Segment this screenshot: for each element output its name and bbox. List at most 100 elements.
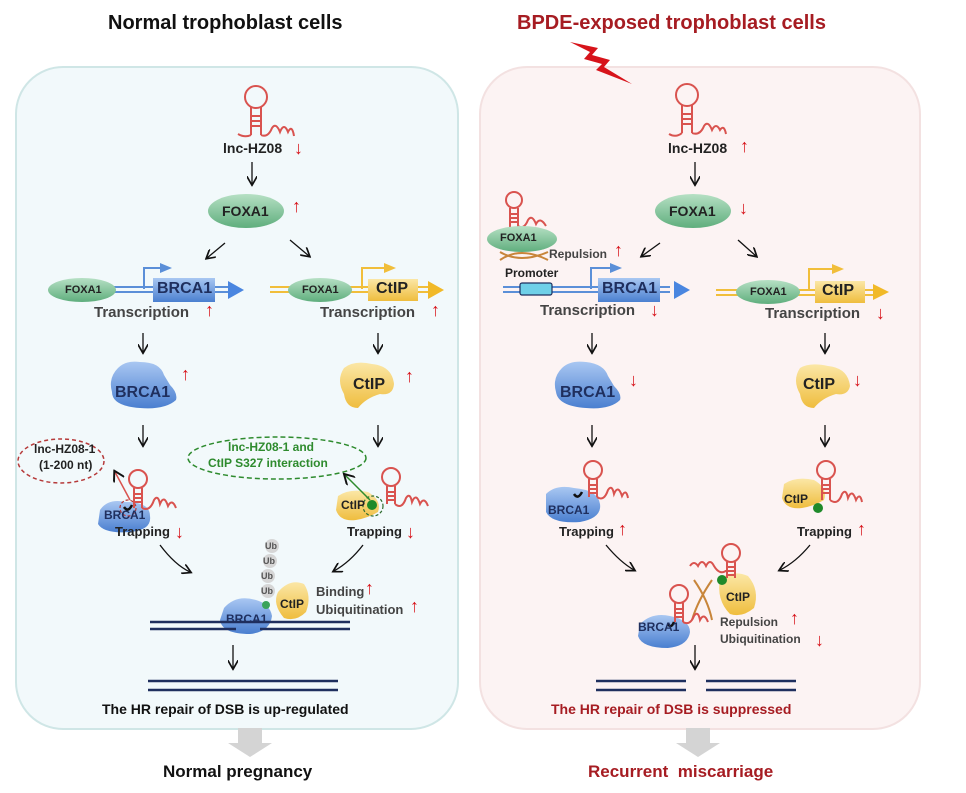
complex-brca1-shape — [220, 598, 272, 634]
ctip-protein-up-icon: ↑ — [405, 366, 414, 386]
callout-green-line1: lnc-HZ08-1 and — [228, 440, 315, 454]
ub-label-4: Ub — [261, 586, 273, 596]
brca1-gene-tf-label: FOXA1 — [65, 284, 102, 296]
lightning-bolt-icon — [570, 42, 632, 84]
brca1-trapping-up-icon: ↑ — [618, 519, 627, 539]
ubiquitination-label: Ubiquitination — [316, 602, 404, 617]
dna-broken-right — [596, 679, 796, 692]
complex-brca1-label-right: BRCA1 — [638, 620, 680, 634]
brca1-trapping-protein-label-right: BRCA1 — [548, 503, 590, 517]
lncrna-label: lnc-HZ08 — [223, 140, 283, 156]
lncrna-trend-down-icon: ↓ — [294, 138, 303, 158]
ctip-gene-tf-label: FOXA1 — [302, 284, 339, 296]
ctip-gene-tf-label-right: FOXA1 — [750, 286, 787, 298]
right-panel-title: BPDE-exposed trophoblast cells — [517, 12, 826, 34]
lncrna-label-right: lnc-HZ08 — [668, 140, 728, 156]
ctip-transcription-label: Transcription — [320, 304, 416, 321]
ctip-trapping-down-icon: ↓ — [406, 522, 415, 542]
binding-label: Binding — [316, 584, 365, 599]
brca1-protein-label-right: BRCA1 — [560, 384, 616, 401]
ub-label-1: Ub — [265, 541, 277, 551]
callout-green-line2: CtIP S327 interaction — [208, 456, 328, 470]
brca1-transcription-down-icon: ↓ — [650, 300, 659, 320]
ctip-trapping-label: Trapping — [347, 524, 402, 539]
ctip-trapping-complex-right — [782, 460, 863, 513]
complex-brca1-label: BRCA1 — [226, 612, 268, 626]
brca1-trapping-down-icon: ↓ — [175, 522, 184, 542]
brca1-gene-construct-right — [503, 263, 690, 302]
ctip-transcription-up-icon: ↑ — [431, 300, 440, 320]
grey-arrow-right — [676, 728, 720, 757]
ub-chain — [261, 539, 279, 598]
brca1-protein-up-icon: ↑ — [181, 364, 190, 384]
brca1-transcription-up-icon: ↑ — [205, 300, 214, 320]
ctip-gene-label-right: CtIP — [822, 282, 854, 299]
dna-complex-left — [150, 620, 350, 631]
promoter-label: Promoter — [505, 266, 559, 280]
ctip-protein-down-icon: ↓ — [853, 370, 862, 390]
complex-ctip-shape — [276, 582, 309, 620]
brca1-trapping-label: Trapping — [115, 524, 170, 539]
binding-up-icon: ↑ — [365, 578, 374, 598]
grey-arrow-left — [228, 728, 272, 757]
callout-red-ellipse — [17, 438, 105, 484]
ctip-transcription-label-right: Transcription — [765, 305, 861, 322]
ctip-trapping-protein-label-right: CtIP — [784, 492, 808, 506]
dna-repaired-left — [148, 679, 338, 692]
ctip-trapping-protein-label: CtIP — [341, 498, 365, 512]
ctip-protein-label-right: CtIP — [803, 376, 835, 393]
ctip-transcription-down-icon: ↓ — [876, 303, 885, 323]
brca1-transcription-label-right: Transcription — [540, 302, 636, 319]
lncrna-hairpin-icon-right — [668, 83, 727, 137]
complex-ubiquitination-label: Ubiquitination — [720, 632, 801, 646]
ctip-trapping-up-icon: ↑ — [857, 519, 866, 539]
foxa1-lncrna-repulsion — [487, 191, 557, 261]
ctip-trapping-complex — [336, 467, 429, 521]
ctip-gene-label: CtIP — [376, 280, 408, 297]
lncrna-hairpin-icon — [237, 85, 295, 138]
complex-ctip-label-right: CtIP — [726, 590, 750, 604]
foxa1-label: FOXA1 — [222, 203, 269, 219]
repulsion-label: Repulsion — [549, 247, 608, 261]
brca1-trapping-label-right: Trapping — [559, 524, 614, 539]
brca1-transcription-label: Transcription — [94, 304, 190, 321]
left-panel-title: Normal trophoblast cells — [108, 12, 343, 34]
brca1-trapping-complex-right — [546, 460, 629, 523]
lncrna-trend-up-icon: ↑ — [740, 136, 749, 156]
foxa1-trend-down-icon: ↓ — [739, 198, 748, 218]
callout-green-ellipse — [187, 436, 367, 480]
brca1-gene-construct — [48, 263, 244, 302]
brca1-protein-shape-right — [554, 361, 621, 409]
foxa1-oval-right — [655, 194, 731, 228]
ctip-trapping-label-right: Trapping — [797, 524, 852, 539]
repulsion-up-icon: ↑ — [614, 240, 623, 260]
ctip-protein-shape — [340, 362, 394, 408]
result-left: Normal pregnancy — [163, 762, 313, 781]
callout-red-line2: (1-200 nt) — [39, 458, 93, 472]
repulsion-foxa1-label: FOXA1 — [500, 232, 537, 244]
foxa1-label-right: FOXA1 — [669, 203, 716, 219]
complex-ctip-label: CtIP — [280, 597, 304, 611]
outcome-text-right: The HR repair of DSB is suppressed — [551, 701, 792, 717]
brca1-protein-down-icon: ↓ — [629, 370, 638, 390]
complex-repulsion-up-icon: ↑ — [790, 608, 799, 628]
foxa1-trend-up-icon: ↑ — [292, 196, 301, 216]
ctip-protein-shape-right — [796, 364, 850, 408]
ctip-gene-construct-right — [716, 264, 889, 304]
complex-ubiquitination-down-icon: ↓ — [815, 630, 824, 650]
foxa1-oval — [208, 194, 284, 228]
ctip-protein-label: CtIP — [353, 376, 385, 393]
brca1-trapping-protein-label: BRCA1 — [104, 508, 146, 522]
brca1-protein-shape — [110, 361, 177, 409]
ubiquitination-up-icon: ↑ — [410, 596, 419, 616]
callout-red-line1: lnc-HZ08-1 — [34, 442, 96, 456]
complex-repulsion-label: Repulsion — [720, 615, 779, 629]
brca1-protein-label: BRCA1 — [115, 384, 171, 401]
ub-label-3: Ub — [261, 571, 273, 581]
result-right: Recurrent miscarriage — [588, 762, 774, 781]
brca1-gene-label-right: BRCA1 — [602, 280, 658, 297]
repulsion-complex-right — [638, 543, 756, 648]
ub-label-2: Ub — [263, 556, 275, 566]
brca1-trapping-complex — [98, 470, 177, 533]
